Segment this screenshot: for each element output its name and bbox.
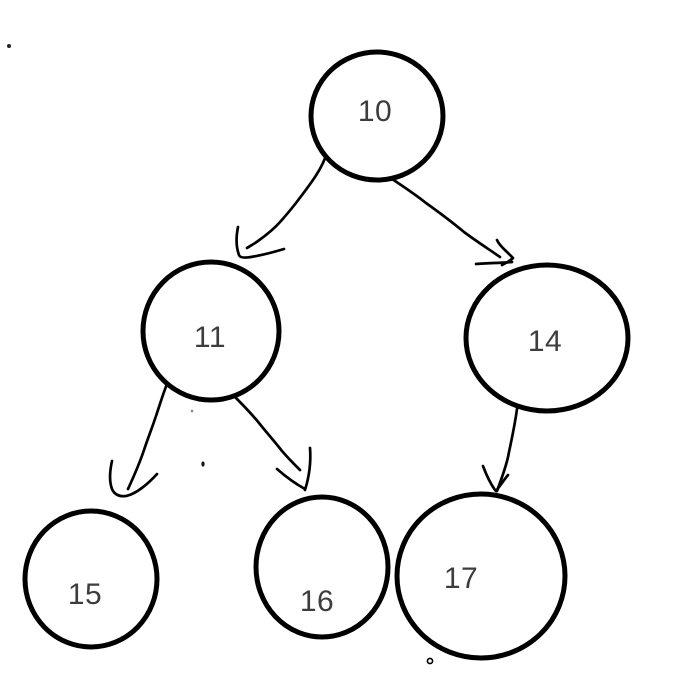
edge-10-14 — [384, 173, 515, 267]
edge-10-14-arrowhead-bar — [474, 260, 514, 266]
edge-11-15-arrowhead — [108, 459, 159, 498]
node-label-10: 10 — [358, 95, 392, 128]
edge-10-11-line — [245, 148, 330, 250]
node-circle-14 — [463, 262, 631, 414]
tree-node-14: 14 — [463, 262, 631, 414]
tree-node-10: 10 — [308, 49, 446, 183]
node-label-16: 16 — [300, 585, 334, 618]
node-circle-17 — [394, 491, 568, 661]
edge-11-15-line — [126, 382, 169, 491]
ink-speck-top-left — [7, 44, 11, 48]
edge-11-16-arrowhead-left — [275, 467, 307, 491]
ink-speck-under-node-11-small — [190, 409, 194, 413]
edge-14-17-arrowhead-right — [494, 473, 510, 493]
edge-14-17 — [481, 407, 519, 493]
edge-10-11-arrowhead — [235, 225, 286, 259]
node-circle-16 — [253, 494, 391, 640]
tree-node-15: 15 — [22, 508, 160, 650]
edge-10-14-line — [384, 173, 502, 259]
edge-14-17-line — [495, 407, 519, 493]
node-label-14: 14 — [528, 325, 562, 358]
node-circle-15 — [22, 508, 160, 650]
node-label-11: 11 — [194, 321, 226, 354]
edge-11-15 — [108, 382, 169, 498]
tree-node-11: 11 — [140, 259, 282, 403]
ink-speck-under-node-11 — [201, 461, 205, 467]
edge-10-11 — [235, 148, 330, 259]
edge-14-17-arrowhead-left — [481, 464, 497, 492]
tree-node-16: 16 — [253, 494, 391, 640]
edge-11-16-line — [231, 393, 302, 472]
edge-11-16 — [231, 393, 312, 492]
node-circle-11 — [140, 259, 282, 403]
edge-11-16-arrowhead-right — [303, 446, 312, 492]
node-circle-10 — [308, 49, 446, 183]
tree-node-17: 17 — [394, 491, 568, 661]
node-label-15: 15 — [68, 578, 102, 611]
ink-ring-below-node-17 — [426, 657, 434, 665]
node-label-17: 17 — [444, 562, 478, 595]
